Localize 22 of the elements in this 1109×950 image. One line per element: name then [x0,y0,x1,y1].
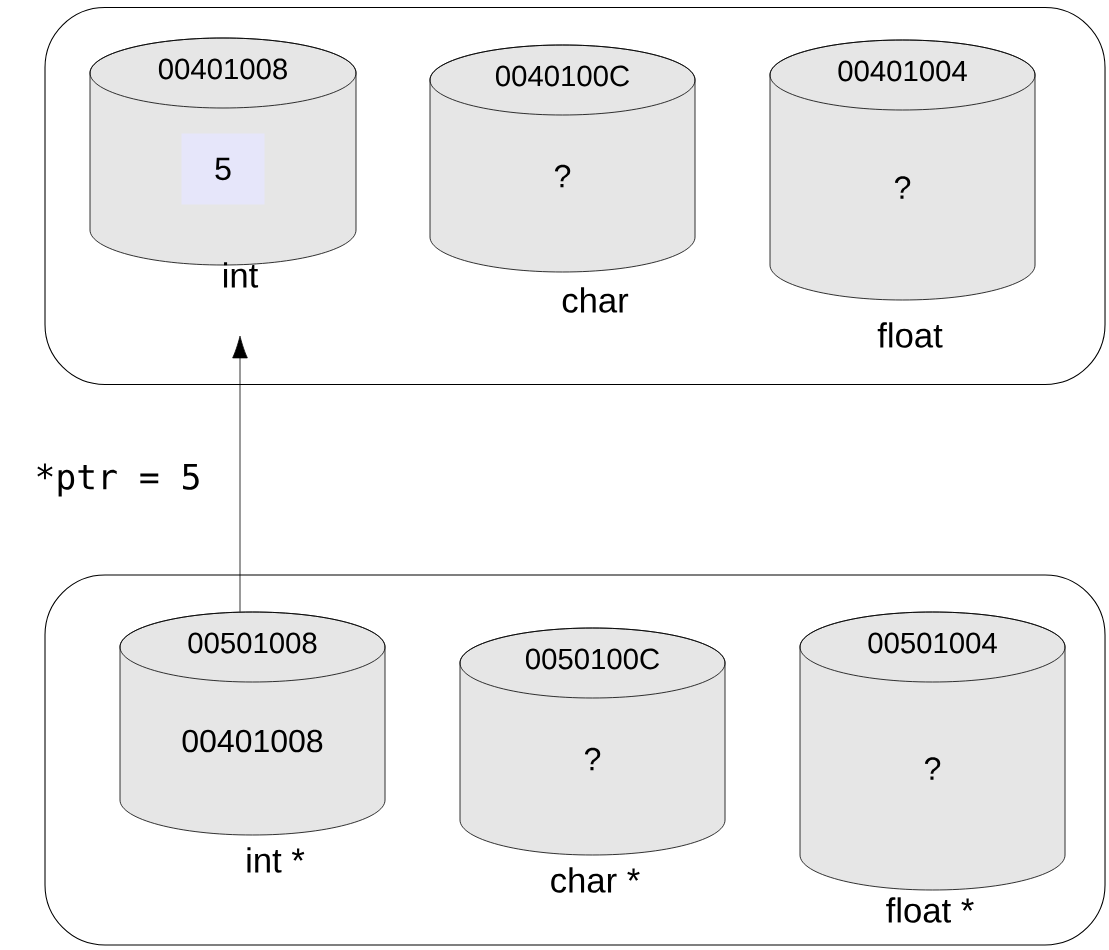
edge-label: *ptr = 5 [31,460,205,500]
type-label: int [224,262,259,288]
type-label: char [562,287,629,313]
value-text: 00401008 [182,729,323,753]
address-label: 00501004 [868,632,997,654]
address-label: 00401004 [838,60,967,82]
address-label: 0050100C [525,648,660,670]
panel [44,574,1106,946]
value-text: ? [924,757,941,780]
value-text: ? [554,164,571,188]
type-label: int * [247,847,305,873]
type-label: float * [886,897,974,923]
value-text: 5 [181,133,265,205]
panel [44,6,1106,386]
address-label: 00501008 [188,632,317,654]
type-label: char * [551,867,640,893]
address-label: 0040100C [495,65,630,87]
address-label: 00401008 [158,58,287,80]
arrow [232,335,248,613]
value-text: ? [584,747,601,771]
value-text: ? [894,176,911,199]
type-label: float [877,322,943,348]
